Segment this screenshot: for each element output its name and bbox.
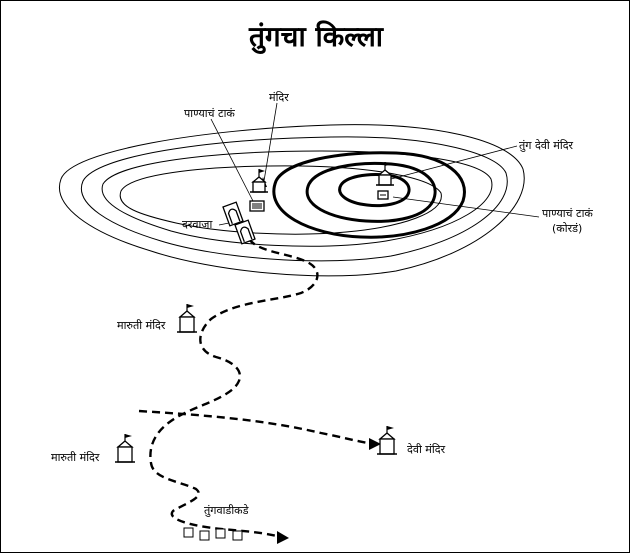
leader-temple-top: [262, 102, 278, 188]
label-water-tank-right-dry: (कोरडं): [552, 222, 583, 235]
label-maruti-temple-lower: मारुती मंदिर: [51, 451, 100, 464]
arrow-devi: [369, 438, 381, 450]
leader-water-tank-right: [392, 196, 540, 218]
temple-flag-icon: [177, 304, 197, 333]
contour-1: [59, 124, 525, 277]
trails: [138, 238, 374, 539]
summit-contour-1: [272, 151, 466, 239]
water-tank-icon: [377, 190, 389, 200]
contour-2: [80, 136, 508, 262]
gate-icon: [234, 219, 256, 245]
temple-flag-icon: [376, 162, 394, 186]
map-title: तुंगचा किल्ला: [248, 20, 384, 53]
summit-contour-3: [338, 173, 411, 208]
leader-tung-devi: [390, 145, 518, 180]
label-devi-temple: देवी मंदिर: [407, 443, 446, 456]
summit-contour-2: [305, 161, 437, 223]
temple-flag-icon: [115, 434, 135, 463]
leader-gate: [218, 222, 230, 226]
label-towards-tungwadi: तुंगवाडीकडे: [204, 504, 249, 517]
label-temple-top: मंदिर: [269, 91, 289, 104]
temple-flag-icon: [377, 426, 397, 455]
arrow-tungwadi: [277, 531, 289, 544]
contour-3: [101, 150, 493, 247]
label-water-tank-left: पाण्याचं टाकं: [184, 107, 235, 120]
label-gate: दरवाजा: [182, 218, 213, 231]
leader-water-tank-left: [210, 118, 254, 202]
main-trail: [149, 238, 319, 539]
label-water-tank-right: पाण्याचं टाकं: [542, 207, 593, 220]
outer-contours: [59, 124, 525, 277]
gate-icon: [222, 201, 244, 227]
devi-trail: [138, 409, 374, 446]
house-icon: [183, 527, 243, 541]
contour-4: [119, 165, 442, 235]
label-tung-devi-temple: तुंग देवी मंदिर: [519, 139, 574, 152]
temple-flag-icon: [250, 169, 268, 193]
leader-lines: [210, 102, 540, 226]
label-maruti-temple-upper: मारुती मंदिर: [117, 319, 166, 332]
summit-contours: [272, 151, 466, 239]
water-tank-icon: [249, 200, 265, 212]
